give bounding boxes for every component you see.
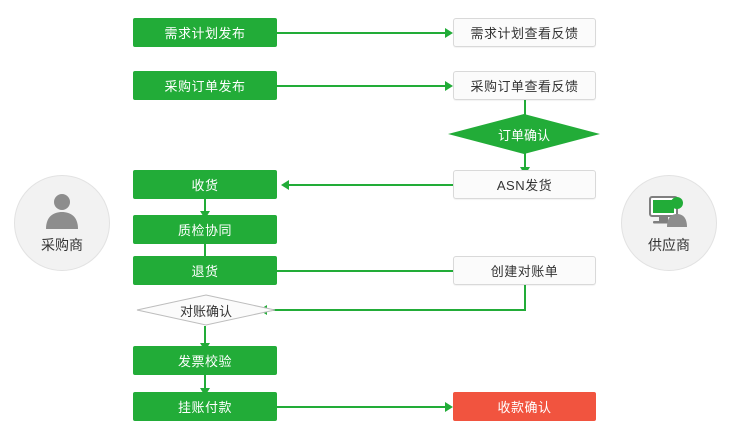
node-statement-confirm[interactable]: 对账确认 [136, 294, 276, 326]
node-invoice-verify[interactable]: 发票校验 [133, 346, 277, 375]
edge-line-n1-n2 [277, 32, 445, 34]
node-payment-posting[interactable]: 挂账付款 [133, 392, 277, 421]
node-label: 退货 [191, 264, 219, 279]
edge-arrow-n6-n7 [281, 180, 289, 190]
edge-line-n6-n7 [289, 184, 456, 186]
edge-arrow-n13-n14 [445, 402, 453, 412]
edge-line-n9-n10 [277, 270, 455, 272]
edge-line-n7-n8 [204, 198, 206, 214]
node-purchase-order-feedback[interactable]: 采购订单查看反馈 [453, 71, 596, 100]
person-icon [46, 194, 78, 229]
edge-line-n11-n12 [204, 326, 206, 346]
node-label: 质检协同 [177, 223, 232, 238]
node-label: 收款确认 [497, 400, 552, 415]
node-asn-shipment[interactable]: ASN发货 [453, 170, 596, 199]
edge-arrow-n1-n2 [445, 28, 453, 38]
edge-line-n10-down [524, 285, 526, 310]
node-payment-confirm[interactable]: 收款确认 [453, 392, 596, 421]
diamond-shape-icon [136, 294, 276, 326]
edge-line-n13-n14 [277, 406, 445, 408]
node-label: 创建对账单 [490, 264, 559, 279]
edge-line-n8-n9 [204, 243, 206, 259]
node-label: 收货 [191, 178, 219, 193]
edge-line-n5-n6 [524, 153, 526, 170]
node-order-confirm[interactable]: 订单确认 [448, 114, 600, 154]
edge-line-n3-n4 [277, 85, 445, 87]
node-label: 需求计划发布 [164, 26, 246, 41]
edge-line-n10-n11 [267, 309, 526, 311]
node-label: 挂账付款 [177, 400, 232, 415]
person-computer-icon [649, 196, 687, 227]
actor-label: 采购商 [41, 237, 83, 253]
node-label: 采购订单查看反馈 [470, 79, 579, 94]
node-label: 采购订单发布 [164, 79, 246, 94]
node-demand-plan-publish[interactable]: 需求计划发布 [133, 18, 277, 47]
node-label: 对账确认 [179, 303, 232, 319]
actor-supplier: 供应商 [621, 175, 717, 271]
actor-buyer: 采购商 [14, 175, 110, 271]
node-return-goods[interactable]: 退货 [133, 256, 277, 285]
edge-line-n4-n5 [524, 100, 526, 115]
node-receive-goods[interactable]: 收货 [133, 170, 277, 199]
node-demand-plan-feedback[interactable]: 需求计划查看反馈 [453, 18, 596, 47]
edge-arrow-n3-n4 [445, 81, 453, 91]
edge-line-n12-n13 [204, 375, 206, 391]
node-label: 订单确认 [497, 127, 550, 143]
actor-label: 供应商 [648, 237, 690, 253]
node-label: 需求计划查看反馈 [470, 26, 579, 41]
node-purchase-order-publish[interactable]: 采购订单发布 [133, 71, 277, 100]
node-quality-collab[interactable]: 质检协同 [133, 215, 277, 244]
node-label: 发票校验 [177, 354, 232, 369]
node-label: ASN发货 [496, 178, 553, 193]
node-create-statement[interactable]: 创建对账单 [453, 256, 596, 285]
diamond-shape-icon [448, 114, 600, 154]
